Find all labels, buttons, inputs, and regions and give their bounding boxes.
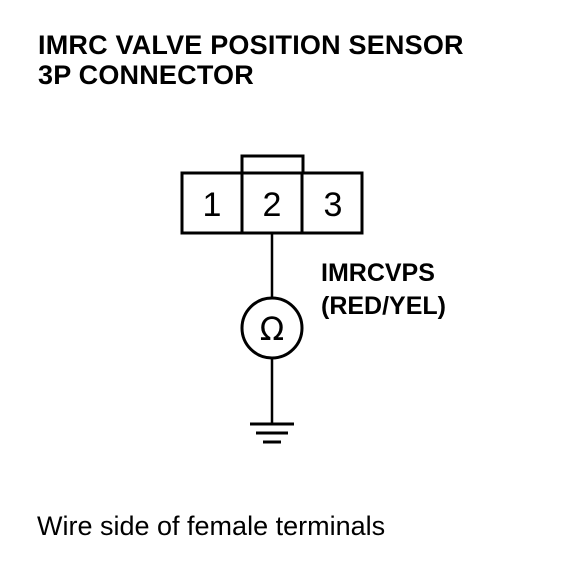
ohmmeter-icon: Ω	[240, 296, 304, 360]
connector-lock-tab	[240, 154, 305, 176]
ground-icon	[250, 422, 294, 444]
connector-3p: 1 2 3	[180, 171, 364, 235]
diagram-title-line-2: 3P CONNECTOR	[38, 60, 254, 90]
diagram-title-line-1: IMRC VALVE POSITION SENSOR	[38, 30, 464, 60]
pin-label-1: 1	[203, 186, 222, 224]
pin-label-3: 3	[324, 186, 343, 224]
ohm-symbol: Ω	[260, 310, 284, 348]
wire-name-label: IMRCVPS	[321, 259, 435, 287]
wire-color-label: (RED/YEL)	[321, 292, 446, 320]
diagram-caption: Wire side of female terminals	[37, 511, 386, 541]
pin-label-2: 2	[263, 186, 282, 224]
